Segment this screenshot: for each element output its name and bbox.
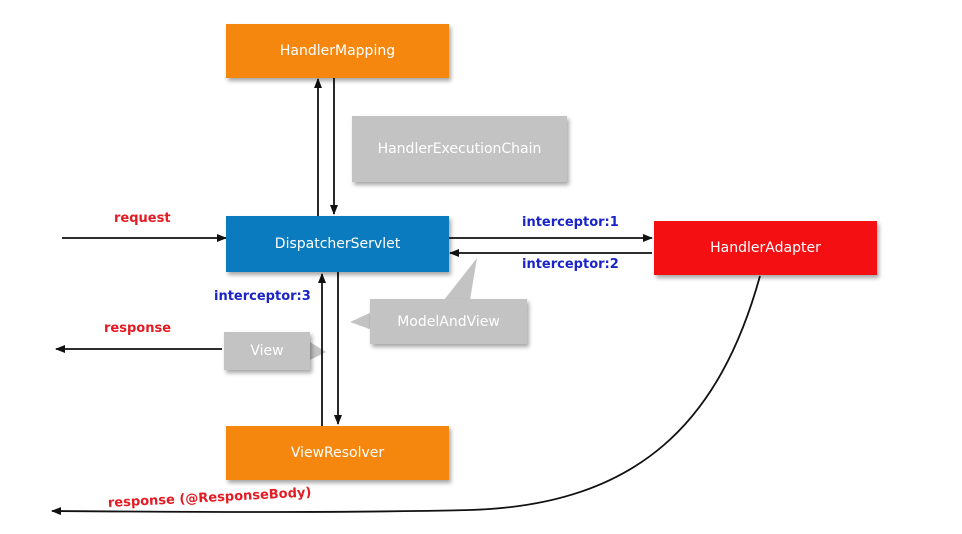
interceptor-3-label: interceptor:3: [214, 289, 311, 304]
handler-execution-chain-label: HandlerExecutionChain: [377, 141, 542, 157]
dispatcher-servlet-box: DispatcherServlet: [226, 216, 449, 272]
model-and-view-callout-tail-left: [350, 312, 372, 330]
handler-adapter-box: HandlerAdapter: [654, 221, 877, 275]
interceptor-1-label: interceptor:1: [522, 215, 619, 230]
view-box: View: [224, 332, 310, 370]
model-and-view-label: ModelAndView: [397, 313, 500, 330]
view-resolver-label: ViewResolver: [290, 445, 385, 461]
handler-mapping-box: HandlerMapping: [226, 24, 449, 78]
view-callout-tail: [310, 342, 326, 360]
request-label: request: [114, 211, 171, 226]
dispatcher-servlet-label: DispatcherServlet: [274, 236, 401, 252]
response-body-curve: [51, 275, 761, 516]
model-and-view-callout-tail: [444, 258, 477, 300]
handler-mapping-label: HandlerMapping: [279, 43, 396, 59]
interceptor-2-label: interceptor:2: [522, 257, 619, 272]
response-label: response: [104, 321, 172, 336]
view-label: View: [250, 343, 284, 359]
model-and-view-box: ModelAndView: [370, 299, 527, 344]
handler-execution-chain-box: HandlerExecutionChain: [352, 116, 567, 182]
view-resolver-box: ViewResolver: [226, 426, 449, 480]
handler-adapter-label: HandlerAdapter: [710, 240, 821, 256]
